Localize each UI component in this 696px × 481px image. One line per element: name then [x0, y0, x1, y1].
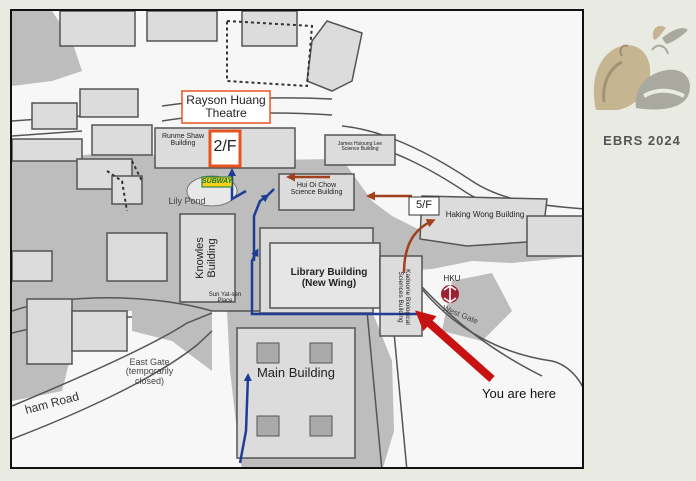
east-gate-line1: East Gate [129, 357, 170, 367]
hui-oi-chow-label: Hui Oi Chow Science Building [279, 182, 354, 197]
library-label: Library Building (New Wing) [274, 267, 384, 289]
east-gate-line3: closed) [134, 375, 164, 386]
sunyatsen-line1: Sun Yat-sen [208, 292, 242, 298]
knowles-line1: Knowles [194, 237, 206, 279]
knowles-label: Knowles Building [194, 214, 221, 302]
library-line2: (New Wing) [301, 277, 357, 289]
rayson-label-box [181, 90, 271, 124]
red-pointer-arrow-icon [415, 310, 495, 382]
knowles-line2: Building [205, 238, 218, 278]
runme-line2: Building [170, 140, 196, 148]
outline-buildings [106, 19, 314, 212]
rayson-huang-highlight [208, 129, 242, 168]
kadoorie-line2: Sciences Building [397, 271, 405, 323]
floor-5f-label: 5/F [416, 199, 432, 211]
james-line2: Science Building [341, 146, 379, 153]
sunyatsen-line2: Place [217, 298, 233, 305]
east-gate-line2: (temporarily [125, 366, 174, 377]
rayson-line1: Rayson Huang [186, 93, 266, 107]
brand-panel: EBRS 2024 [588, 0, 696, 481]
sun-yat-sen-label: Sun Yat-sen Place [202, 292, 248, 305]
subway-label: SUBWAY [202, 178, 233, 185]
campus-map: Rayson Huang Theatre 2/F Runme Shaw Buil… [10, 9, 584, 469]
buildings [12, 11, 582, 459]
runme-line1: Runme Shaw [161, 133, 205, 140]
rayson-line2: Theatre [205, 105, 247, 120]
james-hsioung-lee-label: James Hsioung Lee Science Building [325, 141, 395, 153]
rayson-label: Rayson Huang Theatre [182, 94, 270, 119]
lily-pond-label: Lily Pond [168, 196, 206, 206]
runme-shaw-label: Runme Shaw Building [155, 133, 211, 148]
huiohchow-line2: Science Building [290, 189, 343, 197]
library-line1: Library Building [290, 267, 368, 278]
kadoorie-label: Kadoorie Biological Sciences Building [394, 260, 411, 334]
kadoorie-line1: Kadoorie Biological [404, 269, 411, 325]
james-line1: James Hsioung Lee [337, 141, 383, 147]
ebrs-logo-icon [593, 25, 690, 111]
hku-label: HKU [443, 274, 461, 283]
subway-badge [201, 176, 233, 188]
main-building-label: Main Building [256, 365, 336, 380]
floor-5f-box [408, 196, 440, 216]
campus-map-graphics [12, 11, 582, 467]
you-are-here-label: You are here [482, 386, 556, 401]
brand-name: EBRS 2024 [603, 133, 681, 148]
haking-wong-label: Haking Wong Building [445, 210, 525, 219]
huiohchow-line1: Hui Oi Chow [296, 182, 337, 189]
mtr-logo-icon [441, 285, 459, 303]
main-building-courtyards [256, 342, 333, 437]
floor-2f-label: 2/F [213, 138, 237, 155]
east-gate-label: East Gate (temporarily closed) [112, 357, 187, 386]
